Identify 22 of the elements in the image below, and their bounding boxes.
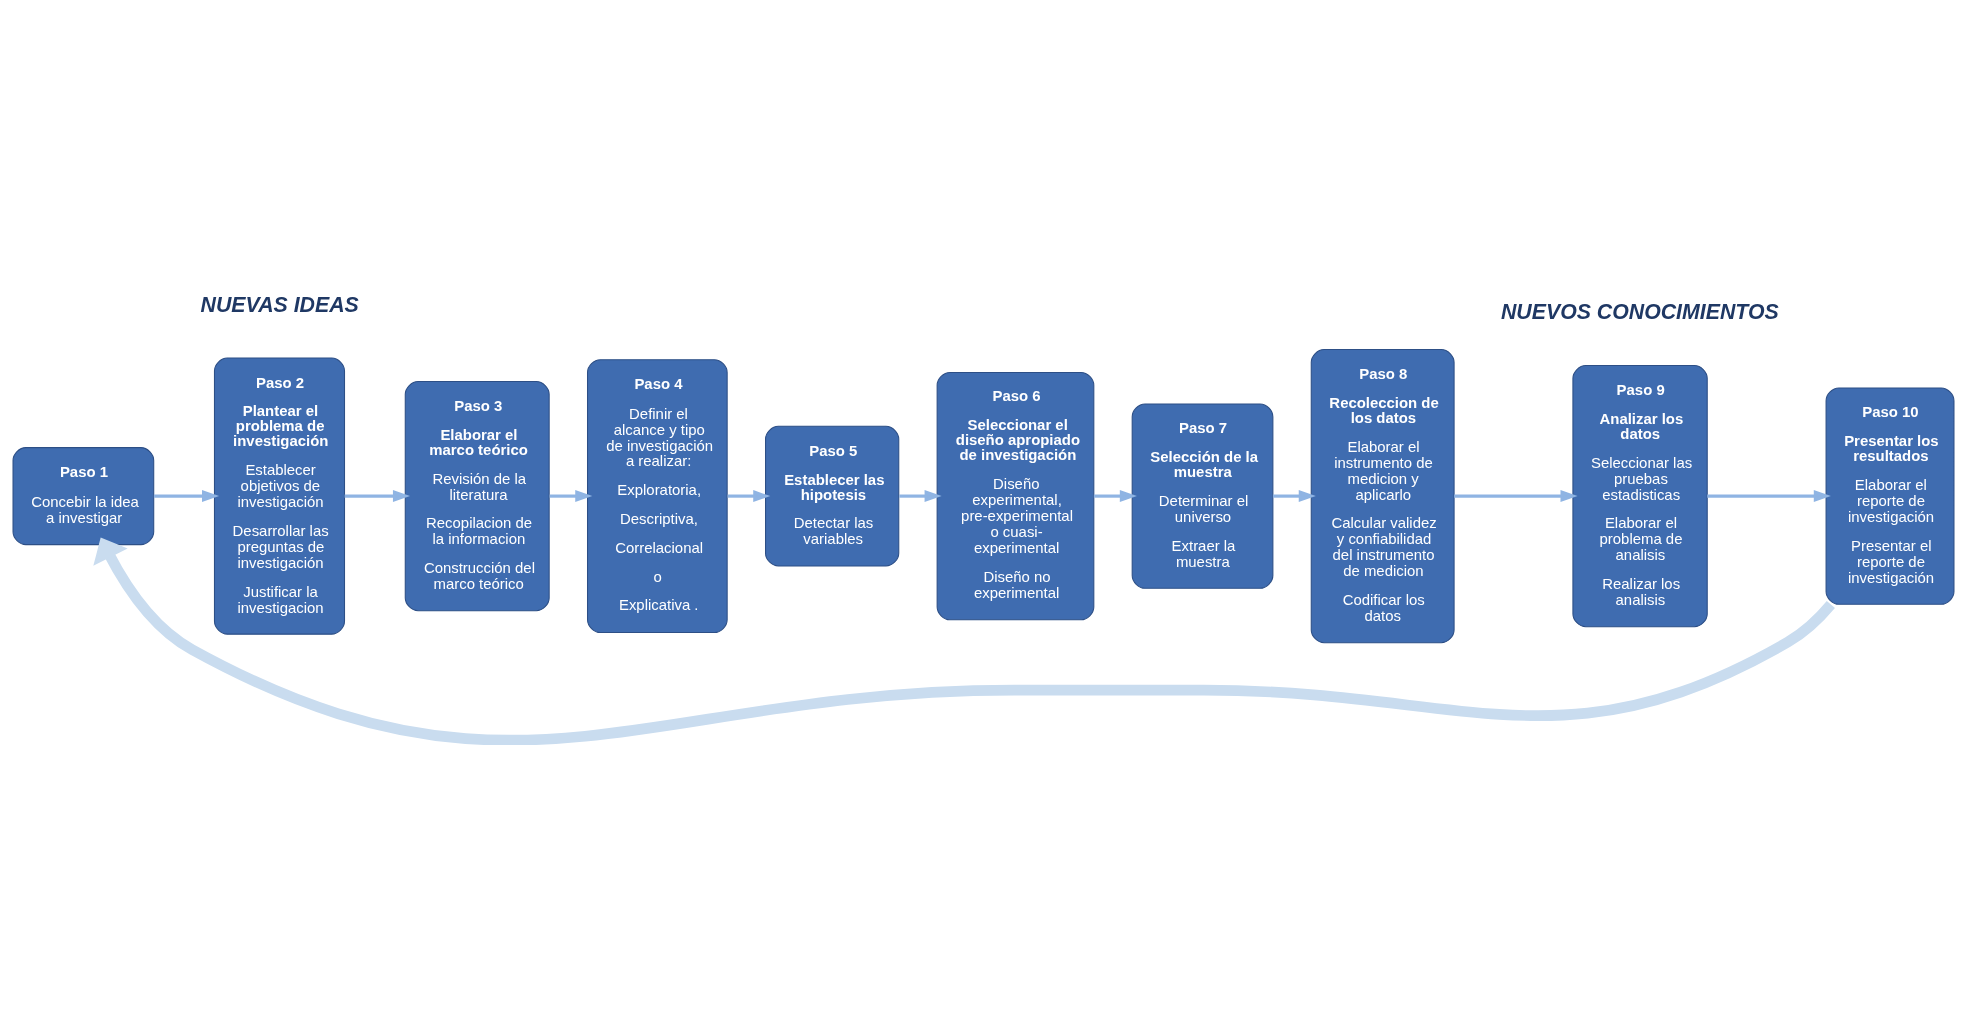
arrow (899, 490, 942, 503)
node-box: Paso 4 Definir el alcance y tipo de investigación a realizar: Exploratoria, Descriptiva, Correlacional o Explicativa . (587, 359, 728, 634)
arrow (93, 537, 1835, 745)
arrow (549, 490, 593, 503)
label: NUEVOS CONOCIMIENTOS (1500, 300, 1779, 325)
arrow (727, 490, 771, 503)
node-box: Paso 1 Concebir la idea a investigar (12, 447, 155, 546)
arrow (153, 490, 220, 503)
label: NUEVAS IDEAS (200, 292, 359, 317)
node-box: Paso 8 Recoleccion de los datos Elaborar el instrumento de medicion y aplicarlo Calcular validez y confiabilidad del instrumento de medicion Codificar los datos (1310, 349, 1455, 644)
arrow (1707, 490, 1831, 503)
arrow (344, 490, 411, 503)
node-box: Paso 7 Selección de la muestra Determinar el universo Extraer la muestra (1131, 403, 1274, 589)
node-box: Paso 10 Presentar los resultados Elaborar el reporte de investigación Presentar el reporte de investigación (1825, 387, 1955, 605)
arrow (1093, 490, 1137, 503)
arrow (1454, 490, 1578, 503)
node-box: Paso 5 Establecer las hipotesis Detectar las variables (765, 425, 900, 567)
node-box: Paso 6 Seleccionar el diseño apropiado de investigación Diseño experimental, pre-experimental o cuasi-experimental Diseño no experimental (936, 371, 1095, 621)
node-box: Paso 3 Elaborar el marco teórico Revisión de la literatura Recopilacion de la informacion Construcción del marco teórico (404, 381, 550, 612)
node-box: Paso 9 Analizar los datos Seleccionar las pruebas estadisticas Elaborar el problema de analisis Realizar los analisis (1572, 365, 1708, 628)
arrow (1272, 490, 1316, 503)
node-box: Paso 2 Plantear el problema de investigación Establecer objetivos de investigación Desarrollar las preguntas de investigación Justificar la investigacion (213, 357, 346, 635)
